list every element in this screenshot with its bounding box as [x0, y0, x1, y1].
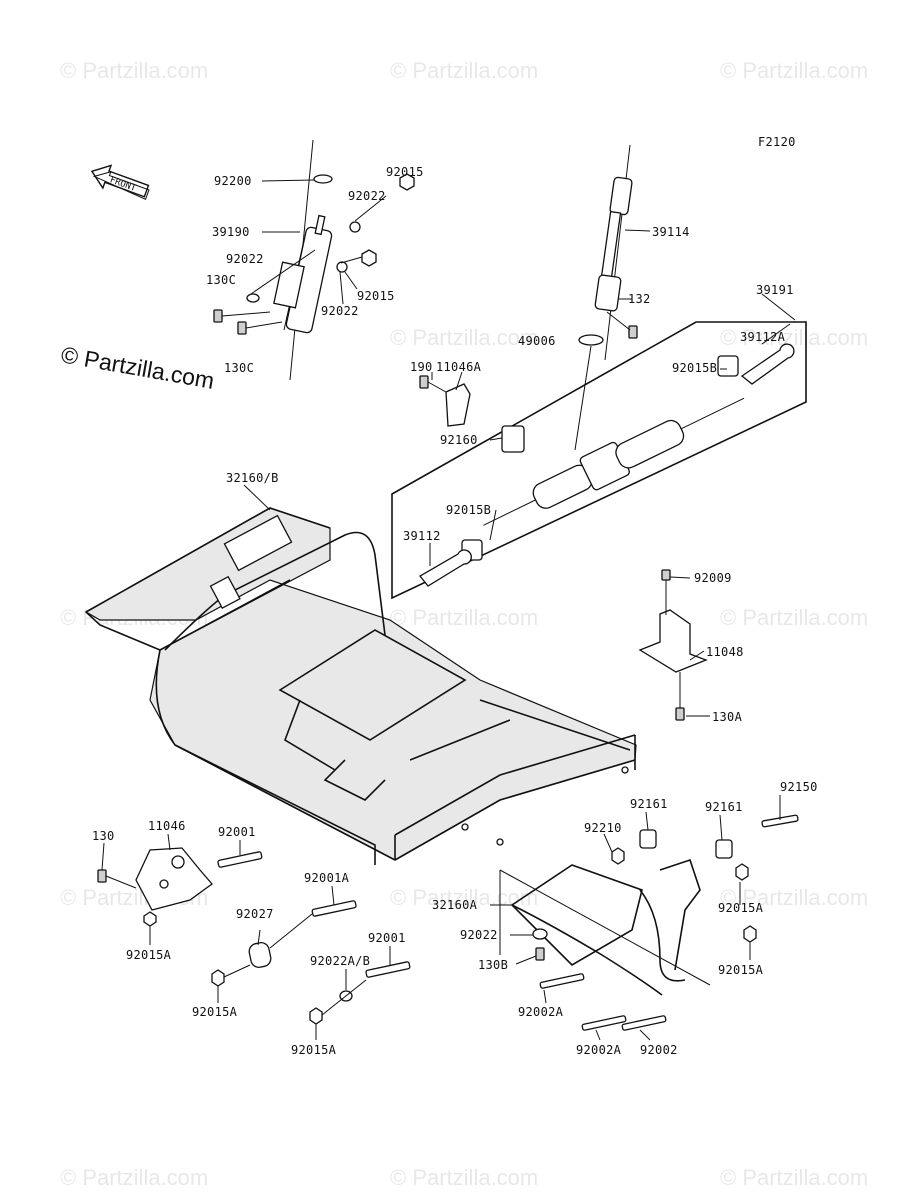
- bracket-11046a: [419, 375, 471, 427]
- part-label: 39112: [403, 529, 441, 543]
- watermark: © Partzilla.com: [60, 58, 208, 83]
- bolt-group-middle: [309, 961, 411, 1025]
- watermark: © Partzilla.com: [720, 1165, 868, 1190]
- watermark: © Partzilla.com: [390, 605, 538, 630]
- part-label: 132: [628, 292, 651, 306]
- part-label: 92002A: [576, 1043, 622, 1057]
- bracket-11046: [97, 847, 263, 927]
- part-label: 130: [92, 829, 115, 843]
- part-label: 92022: [321, 304, 359, 318]
- part-label: 92150: [780, 780, 818, 794]
- a-arm-group: [499, 814, 799, 1031]
- leader-lines: [101, 195, 796, 1041]
- part-label: 92015: [386, 165, 424, 179]
- watermark: © Partzilla.com: [390, 58, 538, 83]
- part-label: 92210: [584, 821, 622, 835]
- part-label: 92001: [368, 931, 406, 945]
- watermarks: © Partzilla.com © Partzilla.com © Partzi…: [60, 58, 868, 1190]
- part-labels: 92200 92015 92022 39190 92022 130C 92015…: [92, 165, 818, 1057]
- bolt-group-left: [211, 900, 357, 987]
- part-label: 11048: [706, 645, 744, 659]
- part-label: 92015A: [718, 901, 764, 915]
- part-label: 11046A: [436, 360, 482, 374]
- part-label: 92002A: [518, 1005, 564, 1019]
- figure-code: F2120: [758, 135, 796, 149]
- steering-shaft-group: [594, 144, 651, 361]
- watermark: © Partzilla.com: [720, 58, 868, 83]
- part-label: 92015A: [192, 1005, 238, 1019]
- part-label: 92015A: [291, 1043, 337, 1057]
- partzilla-watermark: © Partzilla.com: [59, 341, 216, 394]
- part-label: 39190: [212, 225, 250, 239]
- watermark: © Partzilla.com: [390, 325, 538, 350]
- front-arrow-icon: FRONT: [90, 164, 150, 200]
- part-label: 92200: [214, 174, 252, 188]
- part-label: 92015A: [718, 963, 764, 977]
- watermark: © Partzilla.com: [720, 605, 868, 630]
- watermark: © Partzilla.com: [390, 1165, 538, 1190]
- part-label: 92022: [460, 928, 498, 942]
- part-label: 130B: [478, 958, 508, 972]
- part-label: 32160A: [432, 898, 478, 912]
- part-label: 92161: [630, 797, 668, 811]
- part-label: 92022A/B: [310, 954, 370, 968]
- part-label: 39114: [652, 225, 690, 239]
- part-label: 49006: [518, 334, 556, 348]
- watermark: © Partzilla.com: [60, 1165, 208, 1190]
- part-label: 130C: [224, 361, 254, 375]
- watermark: © Partzilla.com: [720, 325, 868, 350]
- part-label: 32160/B: [226, 471, 279, 485]
- part-label: 92161: [705, 800, 743, 814]
- part-label: 92001A: [304, 871, 350, 885]
- part-label: 92027: [236, 907, 274, 921]
- part-label: 92022: [226, 252, 264, 266]
- shock-absorber-group: [213, 139, 415, 381]
- part-label: 190: [410, 360, 433, 374]
- part-label: 92015B: [446, 503, 491, 517]
- part-label: 92015A: [126, 948, 172, 962]
- steering-rack-group: [391, 321, 807, 600]
- part-label: 92160: [440, 433, 478, 447]
- part-label: 92002: [640, 1043, 678, 1057]
- part-label: 92001: [218, 825, 256, 839]
- watermark: © Partzilla.com: [720, 885, 868, 910]
- part-label: 92015: [357, 289, 395, 303]
- part-label: 92015B: [672, 361, 717, 375]
- part-label: 130C: [206, 273, 236, 287]
- part-label: 92022: [348, 189, 386, 203]
- part-label: 11046: [148, 819, 186, 833]
- main-frame: [84, 507, 637, 865]
- part-label: 130A: [712, 710, 743, 724]
- bracket-11048: [638, 569, 708, 721]
- part-label: 39191: [756, 283, 794, 297]
- part-label: 39112A: [740, 330, 786, 344]
- part-label: 92009: [694, 571, 732, 585]
